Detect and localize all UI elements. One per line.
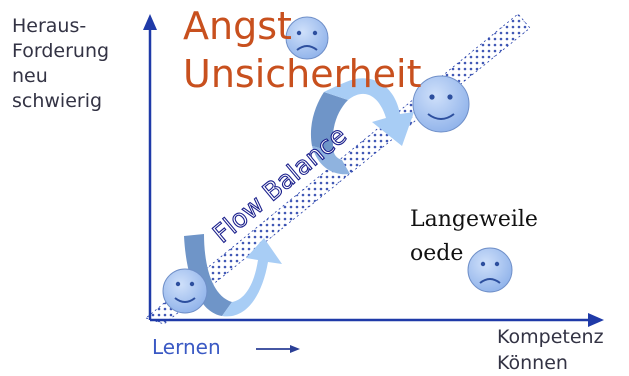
x-axis-label: Kompetenz Können xyxy=(497,324,604,376)
right-arrow-icon xyxy=(256,345,300,353)
curved-arrow-icon xyxy=(184,234,282,317)
learning-label: Lernen xyxy=(152,335,221,359)
axes xyxy=(143,14,604,327)
anxiety-label-line: Unsicherheit xyxy=(183,52,422,96)
y-axis-label-line: Heraus- xyxy=(12,15,87,37)
x-axis-label-line: Können xyxy=(497,352,568,374)
y-axis-label-line: Forderung xyxy=(12,40,110,62)
y-axis-label: Heraus- Forderung neu schwierig xyxy=(12,14,109,114)
sad-face-icon xyxy=(467,247,513,293)
y-axis-label-line: neu xyxy=(12,65,48,87)
boredom-label-line: Langeweile xyxy=(410,207,538,232)
sad-face-icon xyxy=(285,16,329,60)
curved-arrow-icon xyxy=(310,78,414,175)
y-axis-arrowhead-icon xyxy=(143,14,157,30)
boredom-label-line: oede xyxy=(410,241,464,266)
boredom-zone-label: Langeweile oede xyxy=(410,203,538,271)
anxiety-label-line: Angst xyxy=(183,4,292,48)
x-axis-arrowhead-icon xyxy=(588,313,604,327)
happy-face-icon xyxy=(162,268,208,314)
happy-face-icon xyxy=(412,75,470,133)
anxiety-zone-label: Angst Unsicherheit xyxy=(183,2,421,98)
x-axis-label-line: Kompetenz xyxy=(497,326,604,348)
y-axis-label-line: schwierig xyxy=(12,90,103,112)
